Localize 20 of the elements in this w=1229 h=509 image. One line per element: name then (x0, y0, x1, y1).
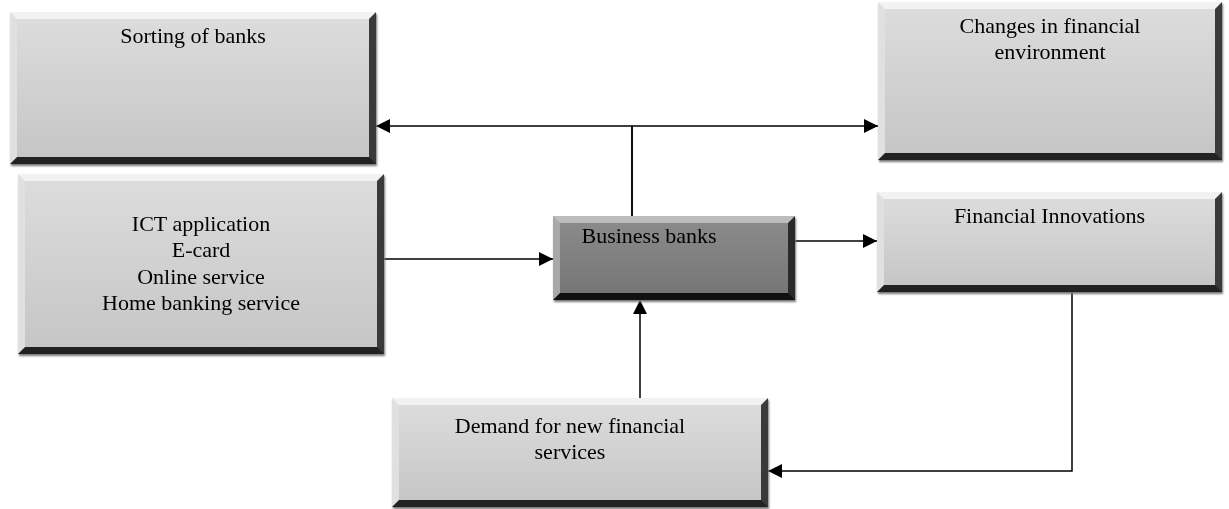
process-box (392, 398, 768, 507)
process-box (878, 2, 1222, 160)
process-box (18, 174, 384, 354)
box-text: Sorting of banks (119, 23, 267, 50)
arrow (767, 291, 1073, 478)
box-text: E-card (170, 237, 232, 264)
box-text: Demand for new financial services (453, 413, 687, 466)
box-text: Changes in financial environment (958, 13, 1142, 66)
process-box (10, 12, 376, 164)
box-text: ICT application (130, 211, 272, 238)
box-text: Home banking service (101, 290, 301, 317)
arrow (794, 234, 878, 248)
arrow (383, 252, 554, 266)
arrow (631, 119, 879, 217)
box-text: Financial Innovations (952, 203, 1147, 230)
process-box (877, 192, 1222, 292)
box-text: Business banks (580, 223, 718, 250)
arrow (633, 299, 647, 399)
process-box (553, 216, 795, 300)
box-text: Online service (136, 263, 266, 291)
